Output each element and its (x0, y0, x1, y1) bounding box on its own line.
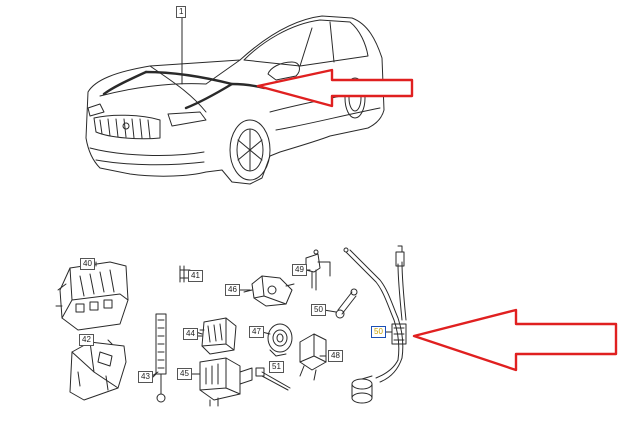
callout-47: 47 (249, 326, 264, 338)
wiring-harness (343, 245, 407, 404)
part-47-grommet (267, 323, 293, 357)
part-50-ring-terminal (335, 288, 358, 319)
part-40-fuse-box (55, 261, 129, 331)
pointer-arrow-top (256, 68, 414, 108)
part-44-connector (195, 317, 237, 355)
part-51-cable-tie (255, 367, 291, 391)
callout-41: 41 (188, 270, 203, 282)
callout-42: 42 (79, 334, 94, 346)
car-illustration (85, 15, 385, 185)
callout-50: 50 (311, 304, 326, 316)
callout-44: 44 (183, 328, 198, 340)
callout-45: 45 (177, 368, 192, 380)
callout-40: 40 (80, 258, 95, 270)
callout-43: 43 (138, 371, 153, 383)
callout-51: 51 (269, 361, 284, 373)
callout-1: 1 (176, 6, 187, 18)
callout-49: 49 (292, 264, 307, 276)
callout-48: 48 (328, 350, 343, 362)
callout-46: 46 (225, 284, 240, 296)
part-45-connector (199, 357, 253, 407)
pointer-arrow-bottom (412, 308, 618, 372)
part-48-relay (299, 333, 327, 381)
part-42-bracket (69, 341, 127, 401)
part-43-cable-tie (151, 313, 167, 403)
part-46-relay (243, 275, 295, 307)
callout-50-highlighted: 50 (371, 326, 386, 338)
